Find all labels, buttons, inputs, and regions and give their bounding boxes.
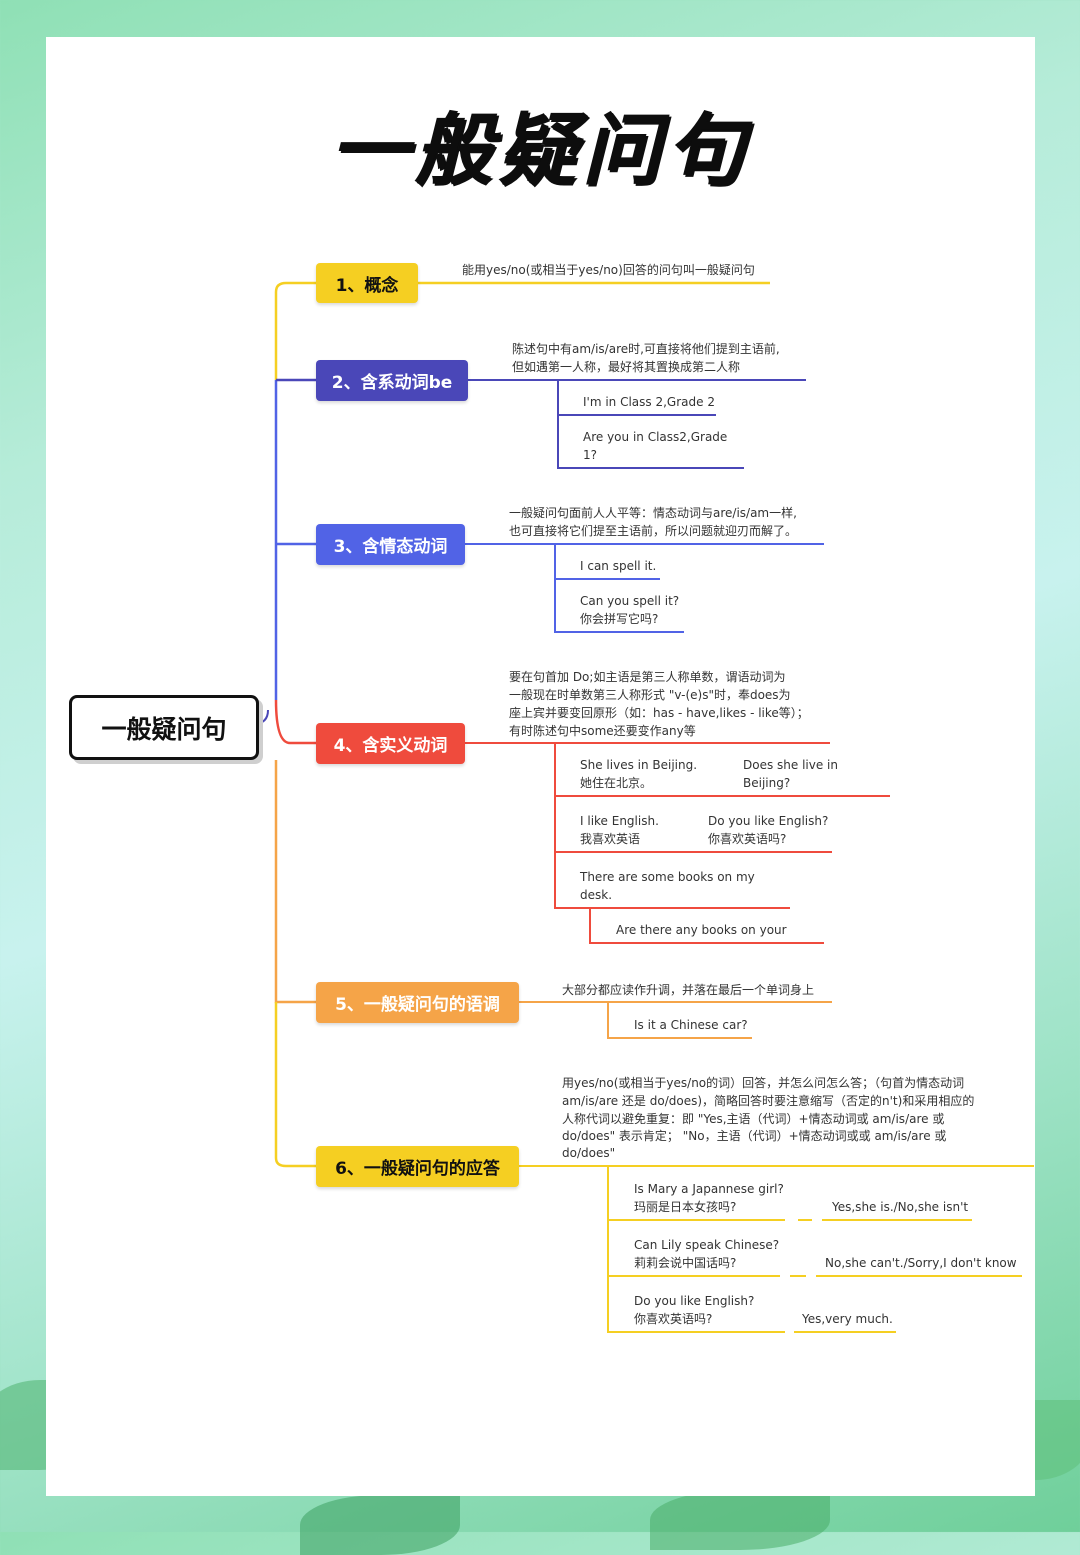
content-card: [46, 37, 1035, 1496]
branch-6-answer: No,she can't./Sorry,I don't know: [825, 1256, 1017, 1270]
branch-4-description-line: 座上宾并要变回原形（如：has - have,likes - like等）；: [509, 706, 809, 720]
branch-3-example: I can spell it.: [580, 559, 657, 573]
branch-1-node: 1、概念: [316, 263, 418, 303]
branch-6-question-line: Can Lily speak Chinese?: [634, 1238, 780, 1252]
branch-6-question-line: 你喜欢英语吗?: [634, 1312, 713, 1326]
branch-4-statement-line: desk.: [580, 888, 613, 902]
branch-4-statement-line: 我喜欢英语: [580, 832, 641, 846]
branch-4-question-line: Beijing?: [743, 776, 791, 790]
branch-5-description: 大部分都应读作升调，并落在最后一个单词身上: [562, 983, 815, 997]
root-node: 一般疑问句: [69, 695, 259, 760]
branch-6-answer: Yes,she is./No,she isn't: [832, 1200, 969, 1214]
branch-2-description-line: 但如遇第一人称，最好将其置换成第二人称: [512, 360, 741, 374]
branch-4-question-line: 你喜欢英语吗?: [708, 832, 787, 846]
branch-6-answer: Yes,very much.: [802, 1312, 893, 1326]
branch-2-description-line: 陈述句中有am/is/are时,可直接将他们提到主语前,: [512, 342, 780, 356]
branch-1-description: 能用yes/no(或相当于yes/no)回答的问句叫一般疑问句: [462, 263, 755, 277]
branch-4-question-line: Does she live in: [743, 758, 838, 772]
branch-3-description-line: 也可直接将它们提至主语前，所以问题就迎刃而解了。: [509, 524, 798, 538]
branch-4-node: 4、含实义动词: [316, 723, 465, 764]
branch-3-description-line: 一般疑问句面前人人平等：情态动词与are/is/am一样,: [509, 506, 797, 520]
branch-6-question-line: 玛丽是日本女孩吗?: [634, 1200, 737, 1214]
branch-5-example: Is it a Chinese car?: [634, 1018, 748, 1032]
branch-4-description-line: 一般现在时单数第三人称形式 "v-(e)s"时，奉does为: [509, 688, 791, 702]
page-title: 一般疑问句: [329, 106, 750, 196]
branch-3-node: 3、含情态动词: [316, 524, 465, 565]
branch-4-question: Are there any books on your: [616, 923, 787, 937]
branch-2-node: 2、含系动词be: [316, 360, 468, 401]
branch-4-statement-line: 她住在北京。: [580, 776, 653, 790]
branch-6-description-line: do/does" 表示肯定； "No，主语（代词）+情态动词或或 am/is/a…: [562, 1129, 947, 1143]
branch-2-example: I'm in Class 2,Grade 2: [583, 395, 715, 409]
branch-3-example-line: 你会拼写它吗?: [580, 612, 659, 626]
branch-2-example-line: Are you in Class2,Grade: [583, 430, 728, 444]
branch-4-statement-line: I like English.: [580, 814, 659, 828]
branch-3-example-line: Can you spell it?: [580, 594, 680, 608]
branch-6-question-line: 莉莉会说中国话吗?: [634, 1256, 737, 1270]
branch-4-question-line: Do you like English?: [708, 814, 829, 828]
branch-6-description-line: do/does": [562, 1146, 616, 1160]
branch-4-statement-line: She lives in Beijing.: [580, 758, 698, 772]
branch-4-statement-line: There are some books on my: [580, 870, 755, 884]
branch-6-description-line: am/is/are 还是 do/does)，简略回答时要注意缩写（否定的n't)…: [562, 1094, 975, 1108]
branch-6-question-line: Is Mary a Japannese girl?: [634, 1182, 784, 1196]
branch-6-node: 6、一般疑问句的应答: [316, 1146, 519, 1187]
branch-6-description-line: 人称代词以避免重复：即 "Yes,主语（代词）+情态动词或 am/is/are …: [562, 1112, 945, 1126]
branch-5-node: 5、一般疑问句的语调: [316, 982, 519, 1023]
branch-4-description-line: 要在句首加 Do;如主语是第三人称单数，谓语动词为: [509, 670, 786, 684]
branch-2-example-line: 1?: [583, 448, 598, 462]
branch-4-description-line: 有时陈述句中some还要变作any等: [509, 724, 696, 738]
branch-6-description-line: 用yes/no(或相当于yes/no的词）回答，并怎么问怎么答；（句首为情态动词: [562, 1076, 965, 1090]
branch-6-question-line: Do you like English?: [634, 1294, 755, 1308]
